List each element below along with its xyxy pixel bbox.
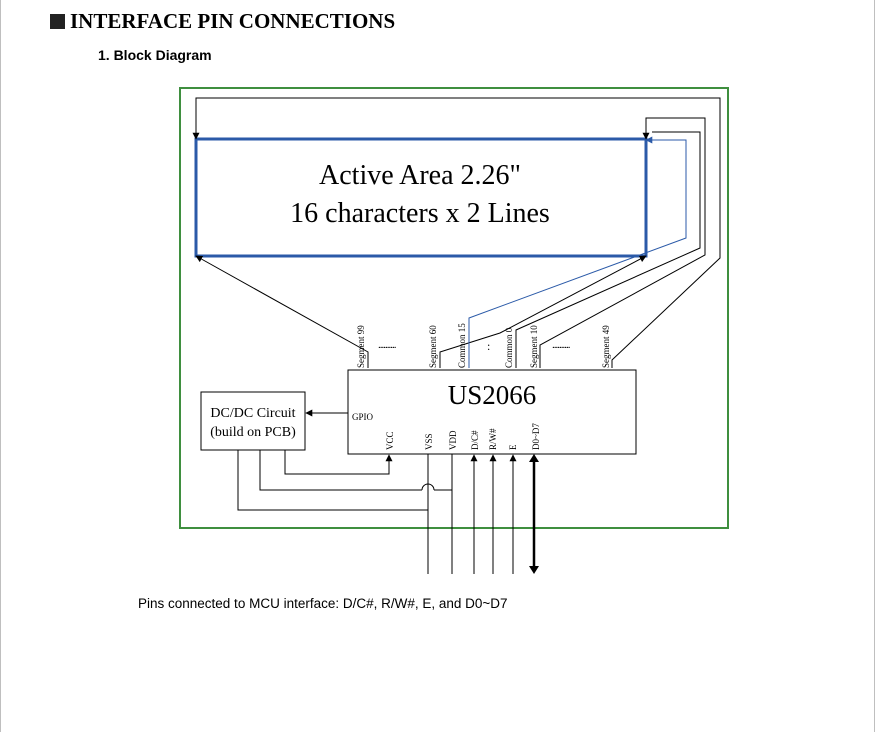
- pin-vss: VSS: [424, 433, 434, 450]
- display-characters-label: 16 characters x 2 Lines: [290, 198, 550, 229]
- pin-segment-49: Segment 49: [601, 325, 611, 368]
- dcdc-circuit-box: [200, 391, 306, 451]
- section-heading: INTERFACE PIN CONNECTIONS: [50, 9, 395, 34]
- segment-49-line: [192, 97, 721, 368]
- chip-name: US2066: [448, 380, 537, 410]
- data-bus-arrow-up: [529, 454, 539, 462]
- pin-d0-d7: D0~D7: [531, 423, 541, 450]
- square-bullet-icon: [50, 14, 65, 29]
- pin-common-15: Common 15: [457, 323, 467, 368]
- pin-vdd: VDD: [448, 430, 458, 450]
- caption: Pins connected to MCU interface: D/C#, R…: [138, 596, 508, 611]
- segment-99-line: [195, 255, 369, 368]
- pin-common-0: Common 0: [504, 327, 514, 368]
- dcdc-label-line1: DC/DC Circuit: [210, 406, 295, 421]
- segment-10-line: [539, 117, 706, 368]
- dcdc-vss-line: [237, 450, 428, 511]
- pins-ellipsis-left: ..........: [378, 339, 397, 351]
- segment-60-line: [439, 255, 647, 368]
- pins-ellipsis-middle: :: [487, 339, 490, 353]
- section-subtitle: 1. Block Diagram: [98, 47, 212, 63]
- dcdc-to-vcc-line: [284, 450, 393, 475]
- pin-segment-60: Segment 60: [428, 325, 438, 368]
- dcdc-label-line2: (build on PCB): [210, 425, 296, 440]
- pin-e: E: [508, 444, 518, 450]
- common-0-line: [515, 131, 701, 368]
- pin-dc: D/C#: [470, 430, 480, 450]
- data-bus-arrow-down: [529, 566, 539, 574]
- pins-ellipsis-right: ..........: [552, 339, 571, 351]
- display-area-label: Active Area 2.26": [319, 160, 521, 191]
- gpio-label: GPIO: [352, 412, 374, 422]
- pin-vcc: VCC: [385, 431, 395, 450]
- section-title: INTERFACE PIN CONNECTIONS: [70, 9, 396, 33]
- us2066-chip: [347, 369, 637, 455]
- pin-segment-99: Segment 99: [356, 325, 366, 368]
- pcb-board-outline: [179, 87, 729, 529]
- pin-segment-10: Segment 10: [529, 325, 539, 368]
- common-15-line: [468, 136, 687, 368]
- dcdc-vdd-line: [259, 450, 422, 491]
- pin-rw: R/W#: [488, 428, 498, 450]
- display-active-area: [194, 137, 648, 258]
